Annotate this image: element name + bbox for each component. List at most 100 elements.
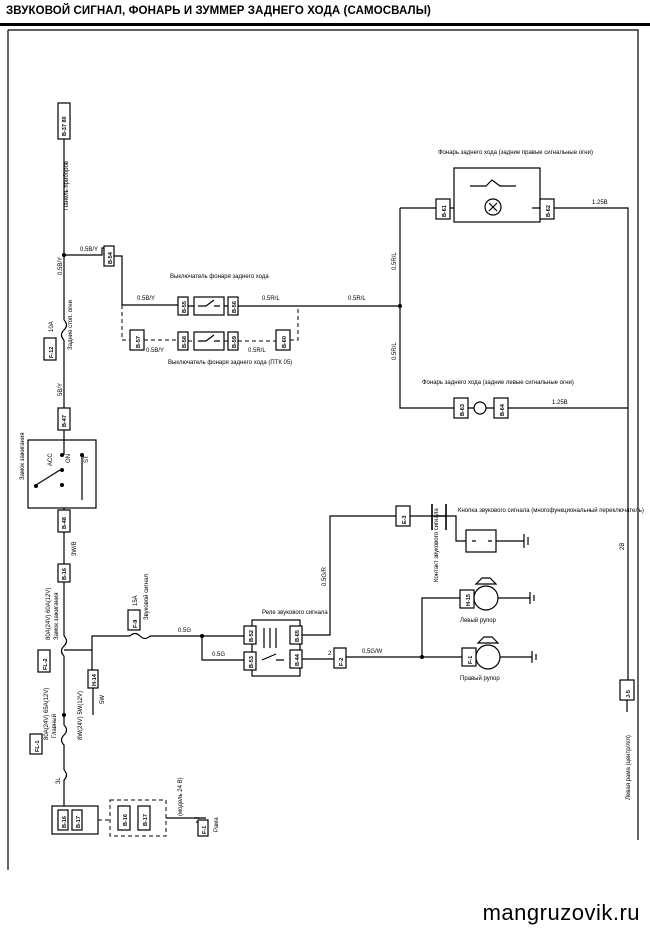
wire-rear-lights-vertical [399,208,454,409]
horn-relay-conn-c: B-65 [295,630,301,642]
left-frame-label: Левая рама (центр/л/л) [626,735,632,800]
reverse-switch-label: Выключатель фонаря заднего хода [170,274,269,280]
connector-b54-label: B-54 [108,251,114,264]
horn-relay: B-52 B-53 B-65 B-44 [243,619,303,677]
fuse-f12-name: Задние стоп. огни [68,300,74,350]
fuse-f12-tag [43,337,57,361]
reverse-switch-ptk-label: Выключатель фонаря заднего хода (ПТК 05) [168,360,292,366]
connector-f1 [197,819,209,837]
wire-label-2b: 2B [620,543,626,550]
wire-label-05g-a: 0.5G [178,628,191,634]
rear-light-left: B-63 B-64 [453,397,509,419]
ignition-st-label: ST [84,455,90,463]
wire-to-left-horn [421,597,462,657]
left-horn: H-15 [459,577,535,611]
battery-conn-code-b: B-17 [76,816,82,828]
reverse-sw-ptk-conn-in: B-58 [182,336,188,348]
wire-label-3wb: 3W/B [72,541,78,556]
fusible-link-fl1-name: Главный [51,714,58,738]
junction [200,634,204,638]
fusible-link-fl2-label: FL-2 [43,658,49,670]
wire-label-05rl-e: 0.5R/L [392,342,398,360]
wire-label-5w: 5W [100,695,106,704]
right-horn: F-1 [461,636,537,670]
frame-line [8,29,639,840]
wire-label-05by-a: 0.5B/Y [137,296,155,302]
fuse-f9-tag [127,609,141,631]
wire-label-05rl-c: 0.5R/L [248,348,266,354]
wire-label-3l: 3L [56,777,62,784]
header: ЗВУКОВОЙ СИГНАЛ, ФОНАРЬ И ЗУММЕР ЗАДНЕГО… [0,0,650,30]
horn-contact-label: Контакт звукового сигнала [434,508,440,582]
wire-label-05by-b: 0.5B/Y [146,348,164,354]
wire-label-5by: 5B/Y [58,383,64,396]
wire-dashed-ptk-loop [144,306,299,342]
rear-light-right-conn-a: B-61 [442,205,448,217]
fusible-link-fl1-tag [29,733,43,755]
instrument-panel-connector: B-37 80 [57,102,71,140]
reverse-sw-ptk-conn-a: B-57 [136,336,142,348]
junction [420,655,424,659]
reverse-switch: B-55 B-56 [177,296,239,316]
fuse-f9-name: Звуковой сигнал [143,574,150,620]
wire-label-8w: 8W(24V) 5W(12V) [78,691,84,740]
wire-label-05rl-a: 0.5R/L [262,296,280,302]
ground-note: (модель 24 В) [178,777,184,816]
fuse-f12-label: F-12 [49,347,55,358]
wire-label-05g-b: 0.5G [212,652,225,658]
ignition-switch: ACC ON ST [27,439,97,509]
wire-label-05rl-b: 0.5R/L [348,296,366,302]
rear-light-right-conn-b: B-62 [546,205,552,217]
connector-e3-label: E-3 [402,515,408,524]
connector-b47-label: B-47 [62,415,68,427]
pin-2-label: 2 [328,651,332,657]
connector-b48-label: B-48 [62,517,68,529]
wire-to-reverse-switch [114,255,178,306]
connector-h14-label: H-14 [92,673,98,686]
battery-conn-code-a: B-16 [62,816,68,828]
fuse-f9-label: F-9 [133,620,139,628]
page-title: ЗВУКОВОЙ СИГНАЛ, ФОНАРЬ И ЗУММЕР ЗАДНЕГО… [6,5,431,17]
rear-light-right-label: Фонарь заднего хода (задние правые сигна… [438,150,593,156]
fusible-link-fl1-symbol [60,715,68,770]
reverse-sw-ptk-conn-out: B-59 [232,336,238,348]
horn-relay-conn-d: B-44 [295,653,301,666]
fusible-link-fl1-label: FL-1 [35,740,41,752]
connector-f2 [333,647,347,669]
right-horn-label: Правый рупор [460,675,500,682]
left-horn-conn: H-15 [466,594,472,606]
horn-button-label: Кнопка звукового сигнала (многофункциона… [458,507,644,514]
fusible-link-fl2-name: Замок зажигания [54,593,60,640]
fusible-link-fl1-rating: 80A(24V) 65A(12V) [44,688,50,740]
connector-f2-label: F-2 [339,658,345,666]
rear-light-left-label: Фонарь заднего хода (задние левые сигнал… [422,380,574,386]
wire-label-05gw: 0.5G/W [362,649,383,655]
left-horn-label: Левый рупор [460,617,497,624]
reverse-sw-ptk-conn-b: B-60 [282,336,288,348]
wire-1-25b-right [450,207,629,680]
fuse-f12-symbol [60,319,68,341]
wire-label-0-5by-top: 0.5B/Y [58,257,64,275]
wire-label-05gr: 0.5G/R [322,566,328,586]
wire-to-horn-fuse [64,635,130,651]
reverse-sw-conn-out: B-56 [232,301,238,313]
connector-b16-label: B-16 [62,568,68,580]
battery24-code-a: B-16 [123,814,129,826]
connector-f1-label: F-1 [202,826,208,834]
fusible-link-fl2-rating: 80A(24V) 60A(12V) [46,588,52,640]
right-horn-conn: F-1 [468,656,474,664]
horn-relay-conn-a: B-52 [249,630,255,642]
rear-light-left-conn-b: B-64 [500,403,506,416]
fuse-f9-symbol [129,632,151,640]
fusible-link-fl2-tag [37,649,51,673]
wire-to-battery [63,769,68,806]
rear-light-left-conn-a: B-63 [460,404,466,416]
wire-label-05rl-d: 0.5R/L [392,252,398,270]
horn-button [431,504,529,553]
wire-label-125b-top: 1.25B [592,200,608,206]
reverse-sw-conn-in: B-55 [182,301,188,313]
wire-05g-b [201,636,244,661]
horn-relay-label: Реле звукового сигнала [262,610,328,616]
